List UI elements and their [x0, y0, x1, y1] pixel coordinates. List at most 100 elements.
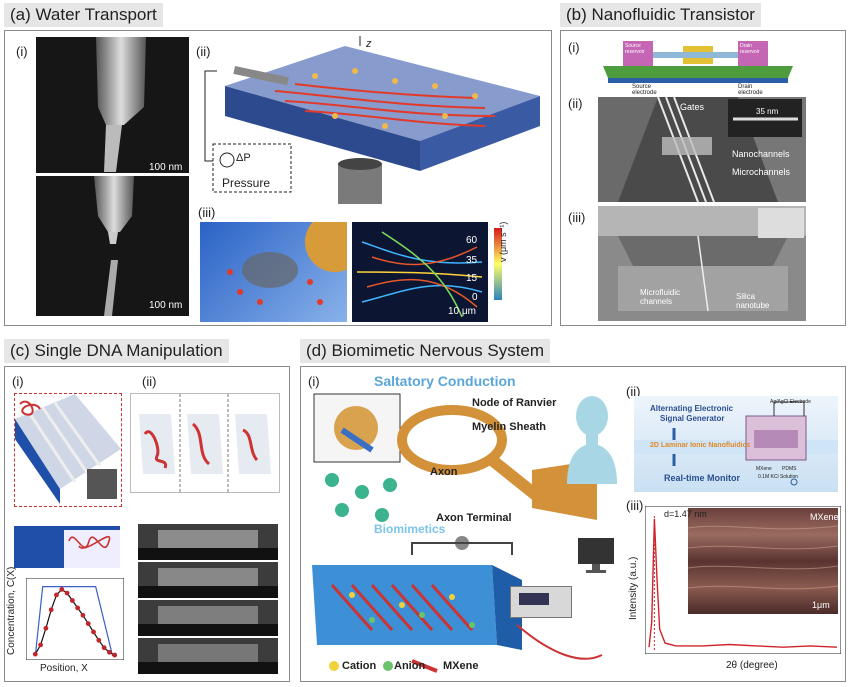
data-point — [64, 590, 70, 596]
d-spacing-label: d=1.47 nm — [664, 509, 707, 519]
panel-c-label-ii: (ii) — [142, 374, 157, 389]
node-of-ranvier-label: Node of Ranvier — [472, 397, 557, 409]
human-head-model — [562, 392, 620, 484]
silica-nanotube-label: Silica nanotube — [736, 292, 770, 310]
data-point — [101, 645, 107, 651]
panel-a-label-iii: (iii) — [198, 205, 216, 220]
colorbar-tick-15: 15 — [466, 273, 478, 284]
colorbar-tick-60: 60 — [466, 235, 478, 246]
panel-c-label-i: (i) — [12, 374, 24, 389]
scale-bar-10um: 10 μm — [448, 306, 476, 317]
colorbar-tick-35: 35 — [466, 255, 478, 266]
c-plot-ylabel: Concentration, C(X) — [6, 566, 17, 655]
agcl-electrode-label: Ag/AgCl Electrode — [770, 399, 811, 405]
data-point — [38, 642, 43, 648]
xrd-ylabel: Intensity (a.u.) — [628, 556, 639, 620]
panel-a-label-i: (i) — [16, 44, 28, 59]
microchannels-label: Microchannels — [732, 167, 791, 177]
panel-d-label-i: (i) — [308, 374, 320, 389]
dna-fluorescence-frame-2 — [138, 562, 278, 598]
saltatory-conduction-title: Saltatory Conduction — [374, 373, 516, 389]
scale-bar-1um: 1μm — [812, 600, 830, 610]
realtime-monitor-label: Real-time Monitor — [664, 473, 741, 483]
sem-nanotube-image-top — [36, 37, 189, 173]
laminar-ionic-label: 2D Laminar Ionic Nanofluidics — [650, 442, 751, 449]
data-point — [43, 625, 49, 631]
panel-a-title: (a) Water Transport — [4, 3, 163, 27]
dna-fluorescence-frame-3 — [138, 600, 278, 636]
sem-nanotube-image-bottom — [36, 176, 189, 316]
mxene-image-label: MXene — [810, 512, 839, 522]
nanotube-water-illustration — [200, 222, 347, 322]
concentration-plot — [26, 578, 124, 660]
data-point — [32, 651, 38, 657]
panel-d-label-iii: (iii) — [626, 498, 644, 513]
nanofluidic-setup-schematic — [634, 396, 838, 492]
gates-label: Gates — [680, 102, 705, 112]
transistor-schematic — [598, 36, 798, 91]
data-point — [69, 598, 75, 603]
panel-b-label-ii: (ii) — [568, 96, 583, 111]
data-point — [96, 637, 102, 643]
computer-monitor — [576, 536, 616, 574]
xrd-xlabel: 2θ (degree) — [726, 660, 778, 671]
data-point — [107, 649, 112, 655]
velocity-colorbar — [494, 228, 502, 300]
panel-b-label-iii: (iii) — [568, 210, 586, 225]
kcl-solution-label: 0.1M KCl Solution — [758, 474, 799, 480]
35nm-label: 35 nm — [756, 107, 779, 116]
panel-d-title: (d) Biomimetic Nervous System — [300, 339, 551, 363]
panel-d-label-ii: (ii) — [626, 384, 641, 399]
data-point — [75, 605, 81, 611]
source-meter — [510, 586, 572, 618]
cation-label: Cation — [342, 660, 377, 672]
panel-c-title: (c) Single DNA Manipulation — [4, 339, 229, 363]
mxene-cross-section-image — [688, 508, 838, 614]
mxene-legend-label: MXene — [443, 660, 479, 672]
panel-b-label-i: (i) — [568, 40, 580, 55]
data-point — [48, 607, 54, 613]
dna-fluorescence-frame-4 — [138, 638, 278, 674]
signal-generator-line1: Alternating Electronic — [650, 404, 734, 413]
scale-bar-label-top: 100 nm — [149, 162, 183, 173]
colorbar-unit: v (μm s⁻¹) — [498, 221, 508, 262]
z-axis-label: z — [366, 38, 372, 50]
mxene-small-label: MXene — [756, 466, 772, 472]
microfluidic-channels-label: Microfluidic channels — [640, 288, 681, 306]
dna-device-3d — [14, 393, 122, 507]
box-profile-line — [34, 586, 114, 657]
data-point — [59, 587, 65, 592]
drain-reservoir-label: Drain reservoir — [740, 43, 760, 55]
neuron-illustration — [312, 390, 612, 530]
source-reservoir-label: Source reservoir — [625, 43, 645, 55]
axon-terminal-label: Axon Terminal — [436, 512, 512, 524]
data-point — [54, 592, 59, 598]
anion-label: Anion — [394, 660, 426, 672]
data-point — [85, 621, 91, 627]
dna-coil-crosssection — [14, 516, 120, 568]
dna-snapshot-strip — [130, 393, 280, 493]
scale-bar-label-bottom: 100 nm — [149, 300, 183, 311]
pressure-label: Pressure — [222, 176, 271, 190]
panel-b-title: (b) Nanofluidic Transistor — [560, 3, 761, 27]
ionic-device-illustration — [312, 535, 612, 680]
myelin-sheath-label: Myelin Sheath — [472, 421, 546, 433]
pdms-label: PDMS — [782, 466, 797, 472]
signal-generator-line2: Signal Generator — [660, 414, 725, 423]
pressure-delta: ΔP — [236, 152, 251, 164]
drain-electrode-label: Drain electrode — [738, 84, 763, 96]
sem-nanochannels-image — [598, 97, 806, 202]
nanochannels-label: Nanochannels — [732, 149, 790, 159]
fit-line — [34, 588, 115, 656]
panel-a-label-ii: (ii) — [196, 44, 211, 59]
axon-label: Axon — [430, 466, 458, 478]
data-point — [80, 612, 86, 618]
sem-microfluidic-image — [598, 206, 806, 321]
biomimetics-label: Biomimetics — [374, 522, 446, 536]
source-electrode-label: Source electrode — [632, 84, 657, 96]
velocity-trajectory-map — [352, 222, 488, 322]
water-channel-diagram — [195, 36, 540, 206]
c-plot-xlabel: Position, X — [40, 663, 88, 674]
data-point — [91, 629, 96, 635]
dna-fluorescence-frame-1 — [138, 524, 278, 560]
